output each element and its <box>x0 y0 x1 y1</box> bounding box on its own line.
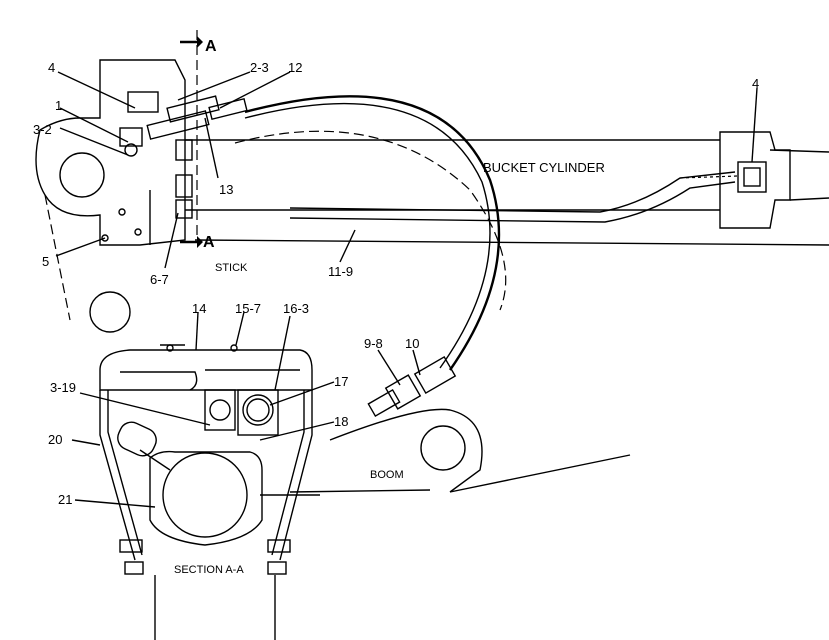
section-a-top-label: A <box>205 38 217 55</box>
bucket-cylinder: BUCKET CYLINDER <box>185 131 829 246</box>
callout-4-left: 4 <box>48 60 55 75</box>
section-aa-view: SECTION A-A <box>99 344 320 640</box>
callout-4-right: 4 <box>752 76 759 91</box>
boom: BOOM <box>289 356 631 493</box>
callout-20: 20 <box>48 432 62 447</box>
callout-9-8: 9-8 <box>364 336 383 351</box>
section-line-aa: A A <box>180 30 217 251</box>
quick-coupler-fitting <box>127 91 159 113</box>
callout-3-2: 3-2 <box>33 122 52 137</box>
leader-lines <box>55 71 758 508</box>
callout-15-7: 15-7 <box>235 301 261 316</box>
callout-14: 14 <box>192 301 206 316</box>
hose-assembly <box>146 95 501 371</box>
callout-6-7: 6-7 <box>150 272 169 287</box>
boom-pin <box>420 425 466 471</box>
callout-5: 5 <box>42 254 49 269</box>
fitting-block <box>237 389 279 436</box>
callout-12: 12 <box>288 60 302 75</box>
hydraulic-lines <box>234 130 739 311</box>
callout-11-9: 11-9 <box>328 264 353 279</box>
callout-18: 18 <box>334 414 348 429</box>
callout-3-19: 3-19 <box>50 380 76 395</box>
section-aa-label: SECTION A-A <box>174 564 244 576</box>
boom-label: BOOM <box>370 469 404 481</box>
callout-1: 1 <box>55 98 62 113</box>
section-a-bottom-label: A <box>203 234 215 251</box>
callouts: 4 2-3 12 1 3-2 13 5 6-7 11-9 4 14 15-7 1… <box>33 60 759 507</box>
callout-21: 21 <box>58 492 72 507</box>
callout-2-3: 2-3 <box>250 60 269 75</box>
callout-17: 17 <box>334 374 348 389</box>
clamp-bore <box>162 452 248 538</box>
stick-label: STICK <box>215 262 248 274</box>
stick-body <box>35 59 193 333</box>
callout-16-3: 16-3 <box>283 301 309 316</box>
callout-10: 10 <box>405 336 419 351</box>
stick-pin <box>89 291 131 333</box>
callout-13: 13 <box>219 182 233 197</box>
bucket-cylinder-label: BUCKET CYLINDER <box>483 160 605 175</box>
cylinder-port-fitting <box>737 161 767 193</box>
